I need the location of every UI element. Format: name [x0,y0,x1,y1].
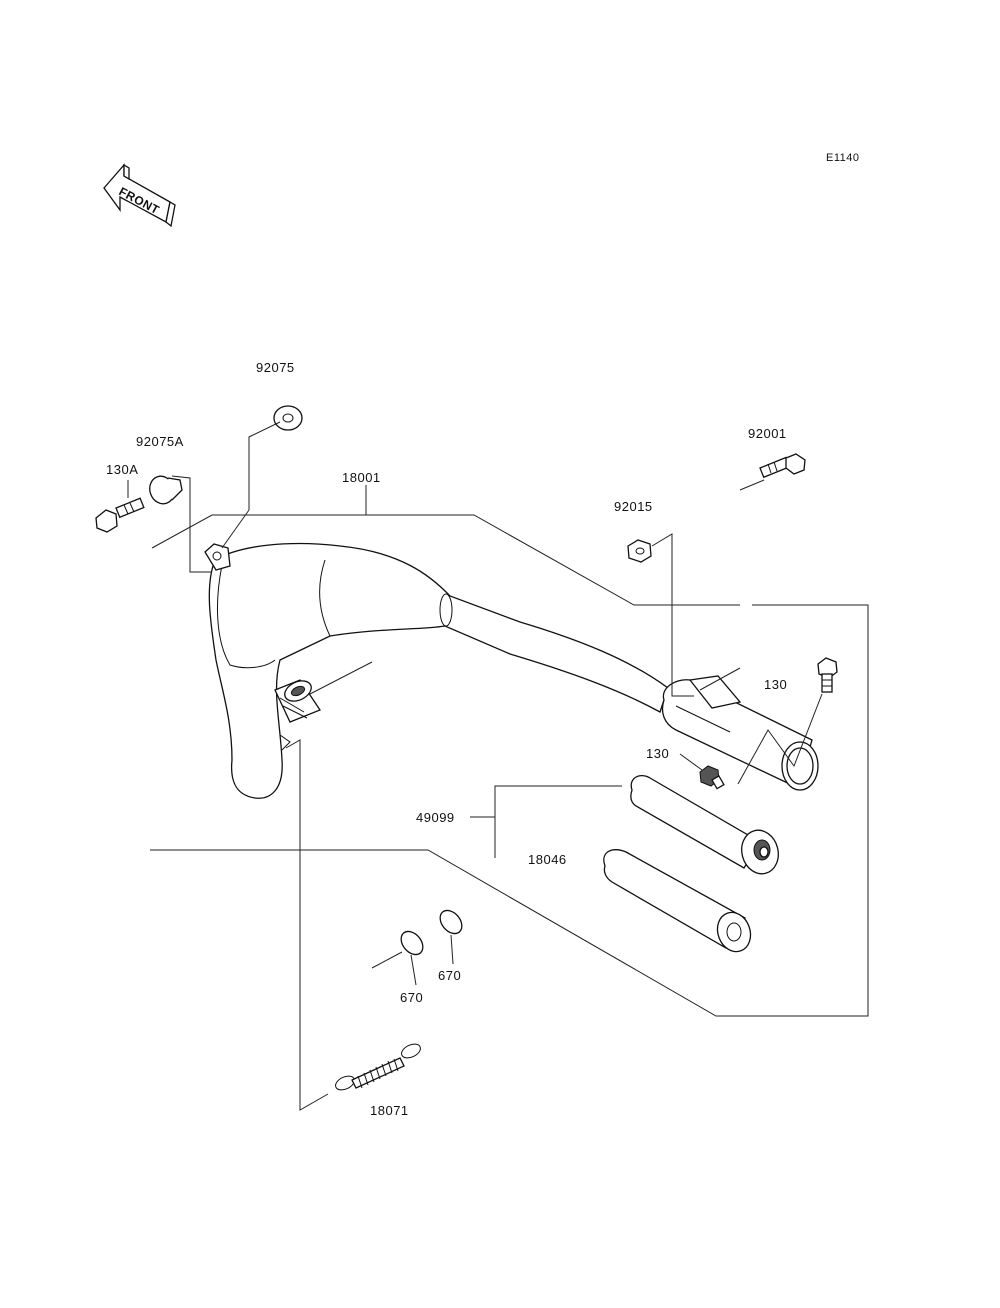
label-18046: 18046 [528,852,567,867]
label-92075: 92075 [256,360,295,375]
pipe-bushing [274,679,321,723]
bolt-130a [95,497,145,533]
label-49099: 49099 [416,810,455,825]
label-18071: 18071 [370,1103,409,1118]
o-ring-670-right [439,909,463,935]
nut-92015 [627,539,652,563]
label-130-lower: 130 [646,746,669,761]
grommet-92075a [149,475,183,505]
label-92001: 92001 [748,426,787,441]
exhaust-pipe [204,542,669,799]
front-arrow-icon: FRONT [103,163,176,228]
inner-tube [630,775,779,875]
spring-18071 [335,1043,421,1091]
label-92015: 92015 [614,499,653,514]
label-670-right: 670 [438,968,461,983]
leader-lines [127,421,869,1111]
label-130-upper: 130 [764,677,787,692]
label-18001: 18001 [342,470,381,485]
o-ring-670-left [400,930,424,956]
bolt-92001 [759,453,806,479]
bolt-130-lower [699,765,725,790]
silencer [661,675,819,791]
label-130a: 130A [106,462,138,477]
diagram-code: E1140 [826,152,860,164]
collar-92075 [273,405,303,431]
label-670-left: 670 [400,990,423,1005]
silencer-packing [603,849,752,953]
label-92075a: 92075A [136,434,184,449]
bolt-130-upper [817,657,838,693]
